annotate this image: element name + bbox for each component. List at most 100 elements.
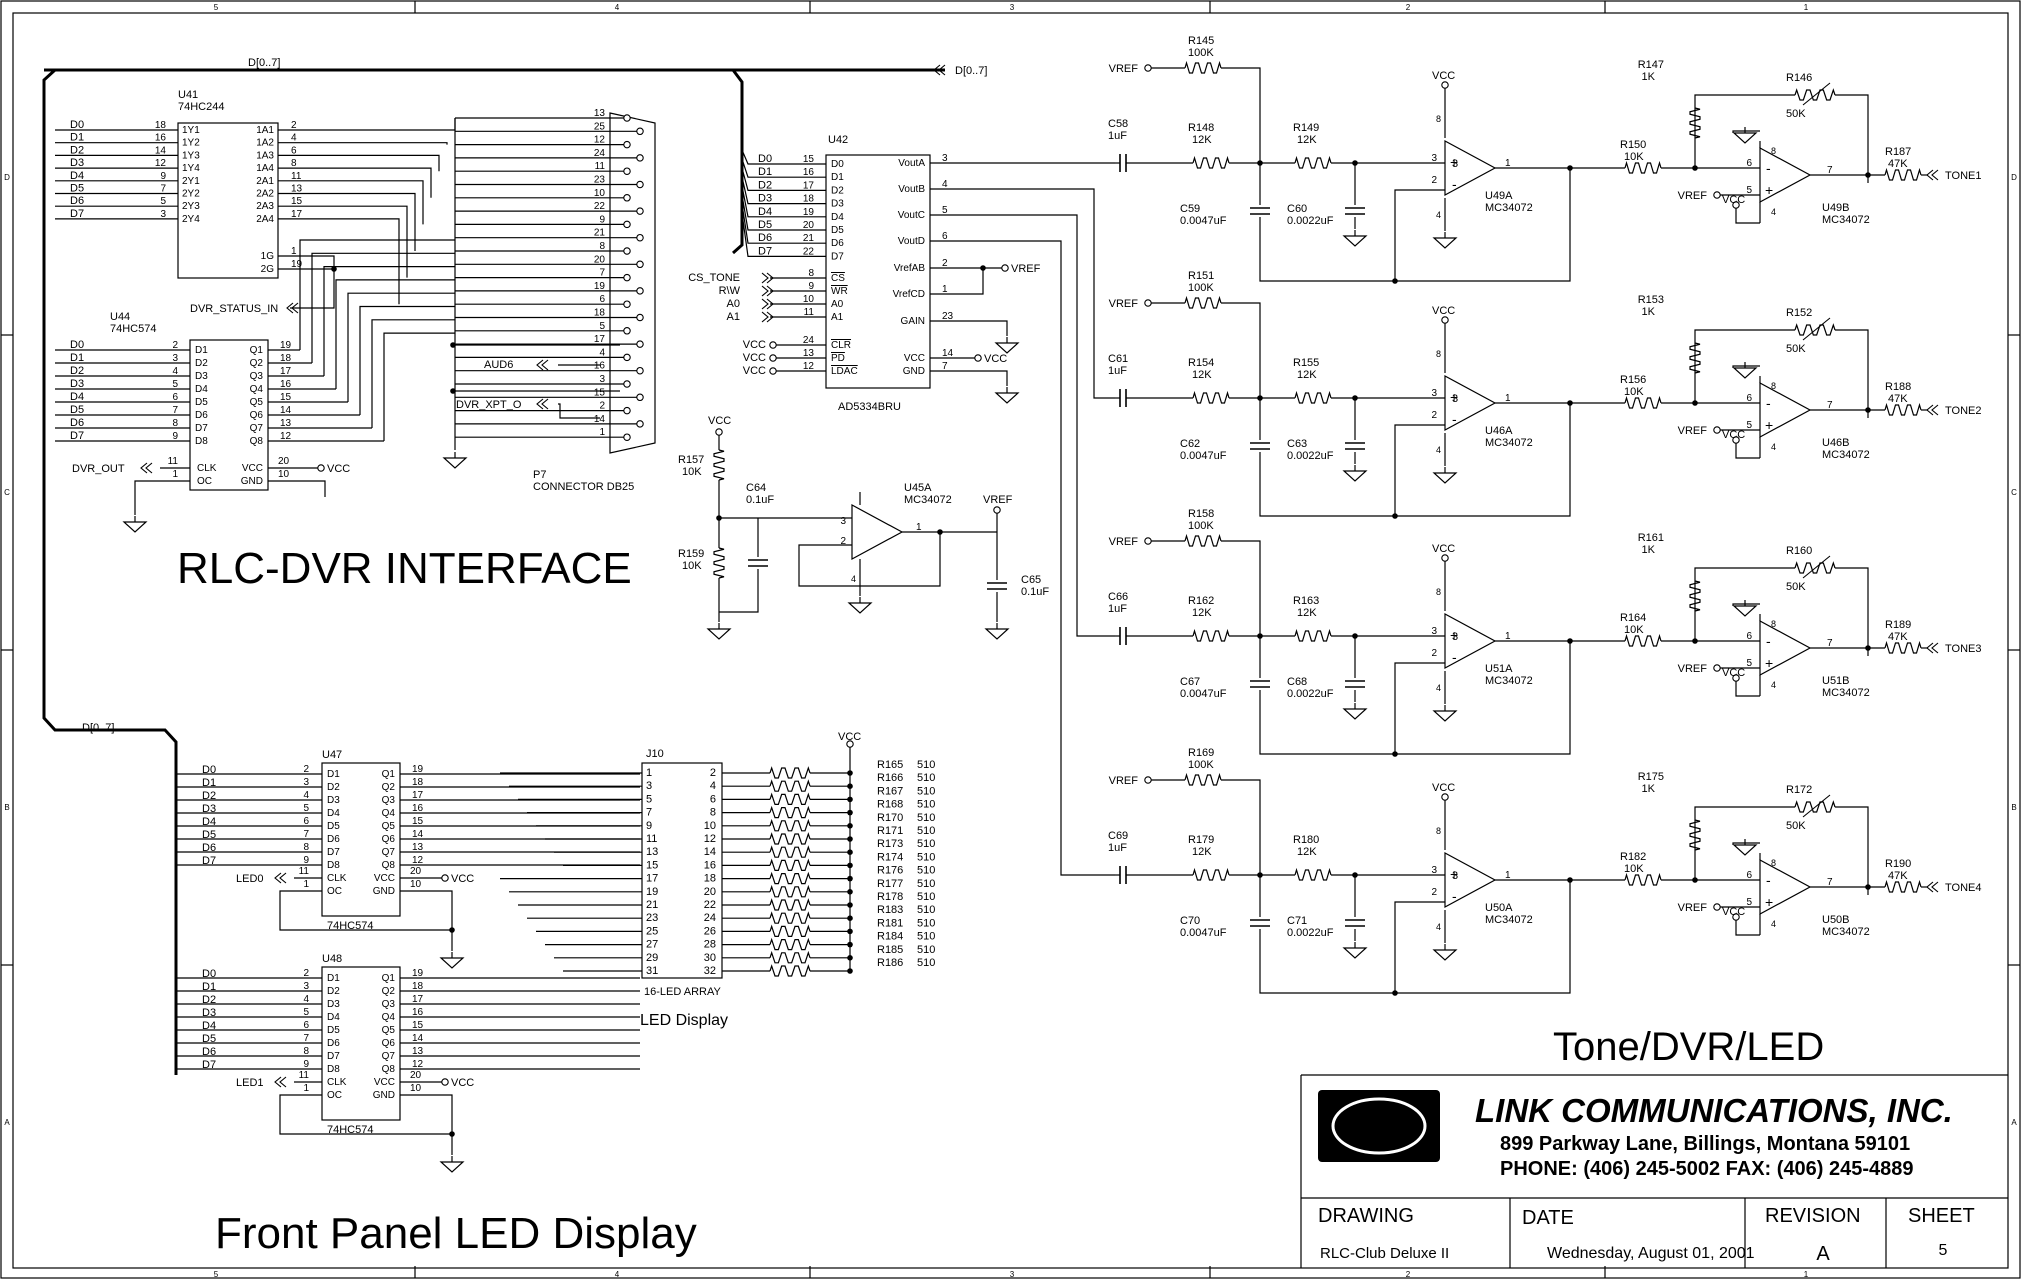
u42-pin-name: D2: [831, 185, 844, 196]
stage-amp2-part: MC34072: [1822, 449, 1870, 461]
stage-cin-ref: C61: [1108, 353, 1128, 365]
wire: [340, 118, 456, 131]
p7-pin-number: 17: [594, 334, 606, 345]
j10-pin: 31: [646, 965, 658, 977]
led-res-ref: R181: [877, 917, 903, 929]
stage-ca-ref: C67: [1180, 676, 1200, 688]
wire: [299, 239, 455, 350]
u42-pin-name: D7: [831, 251, 844, 262]
resistor-symbol: [1624, 395, 1662, 409]
j10-ref: J10: [646, 748, 664, 760]
ground-symbol: [1342, 470, 1368, 482]
u42-pin-number: 10: [803, 294, 815, 305]
u41-pin-number: 9: [160, 171, 166, 182]
pot-wire: [1694, 329, 1795, 343]
j10-pin: 3: [646, 780, 652, 792]
opamp-pin: 8: [1436, 349, 1441, 359]
led-res-ref: R166: [877, 772, 903, 784]
port-arrow: [1926, 169, 1934, 181]
resistor-symbol: [1294, 628, 1332, 642]
led-res-val: 510: [917, 957, 935, 969]
led-res-val: 510: [917, 759, 935, 771]
port-circle: [1732, 436, 1740, 444]
vcc-label: VCC: [1722, 667, 1745, 679]
driver-pin-name: D6: [327, 834, 340, 845]
resistor-symbol: [769, 792, 811, 806]
opa-fb: [1394, 901, 1445, 993]
led-res-val: 510: [917, 865, 935, 877]
j10-pin: 13: [646, 846, 658, 858]
u42-pin-name: PD: [831, 353, 845, 364]
stage-rin2-ref: R164: [1620, 612, 1646, 624]
ca-fb-wire: [1259, 690, 1395, 755]
u41-pin-number: 3: [160, 209, 166, 220]
zone-row-label: D: [4, 173, 10, 182]
vref-label: VREF: [1109, 298, 1139, 310]
driver-oc: OC: [327, 886, 342, 897]
stage-ca-ref: C59: [1180, 203, 1200, 215]
port-circle: [1441, 554, 1449, 562]
company-phone: PHONE: (406) 245-5002 FAX: (406) 245-488…: [1500, 1158, 1914, 1180]
data-line-label: D2: [70, 144, 84, 156]
driver-clk: CLK: [327, 873, 347, 884]
opamp-pin: 5: [1746, 897, 1752, 908]
ground-symbol: [1342, 235, 1368, 247]
resistor-symbol: [769, 950, 811, 964]
u41-pin-number: 16: [155, 133, 167, 144]
driver-pin-name: Q1: [382, 973, 396, 984]
u45-pin: 2: [840, 536, 846, 547]
data-line-label: D5: [70, 404, 84, 416]
u42-pin-number: 2: [942, 258, 948, 269]
port-arrow: [291, 302, 299, 314]
p7-pin-number: 20: [594, 254, 606, 265]
u45-pin: 4: [851, 574, 856, 584]
plus-sign: +: [1765, 417, 1773, 433]
u42-pin-name: VoutC: [898, 210, 925, 221]
c64-ref: C64: [746, 482, 766, 494]
opamp-pin: 4: [1436, 445, 1441, 455]
opa-out-fb: [1395, 167, 1571, 282]
p7-pin-number: 12: [594, 135, 606, 146]
u44-pin-number: 6: [172, 392, 178, 403]
u41-pin-number: 12: [155, 158, 167, 169]
ground-symbol: [122, 521, 148, 533]
led-res-val: 510: [917, 825, 935, 837]
stage-rin2-ref: R150: [1620, 139, 1646, 151]
opa-out-fb: [1395, 402, 1571, 517]
ground-symbol: [994, 342, 1020, 354]
u44-pin-number: 4: [172, 366, 178, 377]
minus-sign: -: [1766, 160, 1771, 176]
ground-symbol: [1432, 949, 1458, 961]
stage-rbias-ref: R145: [1188, 35, 1214, 47]
driver-pin-number: 12: [412, 1059, 424, 1070]
resistor-symbol: [1184, 295, 1222, 309]
driver-pin-number: 3: [303, 981, 309, 992]
opamp-pin: 4: [1771, 680, 1776, 690]
pot-wire: [1694, 94, 1795, 108]
driver-oc-loop: [279, 890, 453, 931]
j10-body: [641, 762, 723, 979]
zone-column-label: 4: [615, 3, 620, 12]
j10-pin: 29: [646, 952, 658, 964]
port-arrow: [766, 272, 774, 284]
u42-pin-name: A1: [831, 312, 844, 323]
u41-pin-name: 2Y3: [182, 201, 200, 212]
opamp-pin: 4: [1771, 207, 1776, 217]
data-line-label: D2: [202, 790, 216, 802]
led-display-label: LED Display: [640, 1012, 728, 1029]
stage-rpot-ref: R146: [1786, 72, 1812, 84]
port-circle: [636, 260, 644, 269]
stage-r1-val: 12K: [1192, 369, 1212, 381]
d-bus-label-right: D[0..7]: [955, 65, 987, 77]
opamp-pin: 8: [1436, 826, 1441, 836]
stage-rpot-ref: R152: [1786, 307, 1812, 319]
u44-pin-name: D3: [195, 371, 208, 382]
stage-r2-val: 12K: [1297, 846, 1317, 858]
driver-pin-name: Q4: [382, 1012, 396, 1023]
driver-pin-name: Q8: [382, 1064, 396, 1075]
driver-pin-name: D2: [327, 986, 340, 997]
plus-sign: +: [1450, 389, 1458, 405]
ca-fb-wire: [1259, 929, 1395, 994]
data-line-label: D2: [70, 365, 84, 377]
